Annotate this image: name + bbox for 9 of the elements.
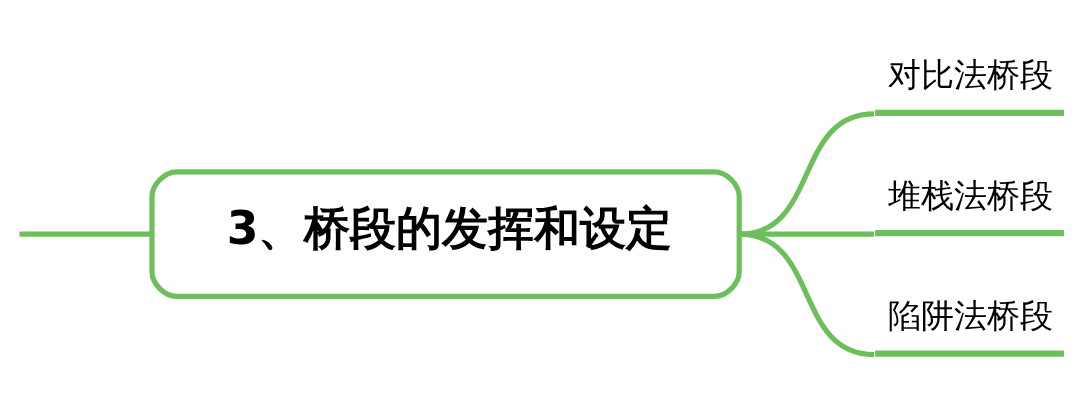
node-box: 3、桥段的发挥和设定	[149, 168, 742, 299]
node-box	[875, 229, 1064, 236]
node-label: 对比法桥段	[887, 54, 1053, 94]
node-label: 陷阱法桥段	[887, 295, 1053, 335]
node-label: 堆栈法桥段	[887, 175, 1053, 215]
node-box	[875, 109, 1064, 116]
node-box	[875, 349, 1064, 357]
connector	[19, 231, 152, 237]
connector	[738, 110, 875, 237]
